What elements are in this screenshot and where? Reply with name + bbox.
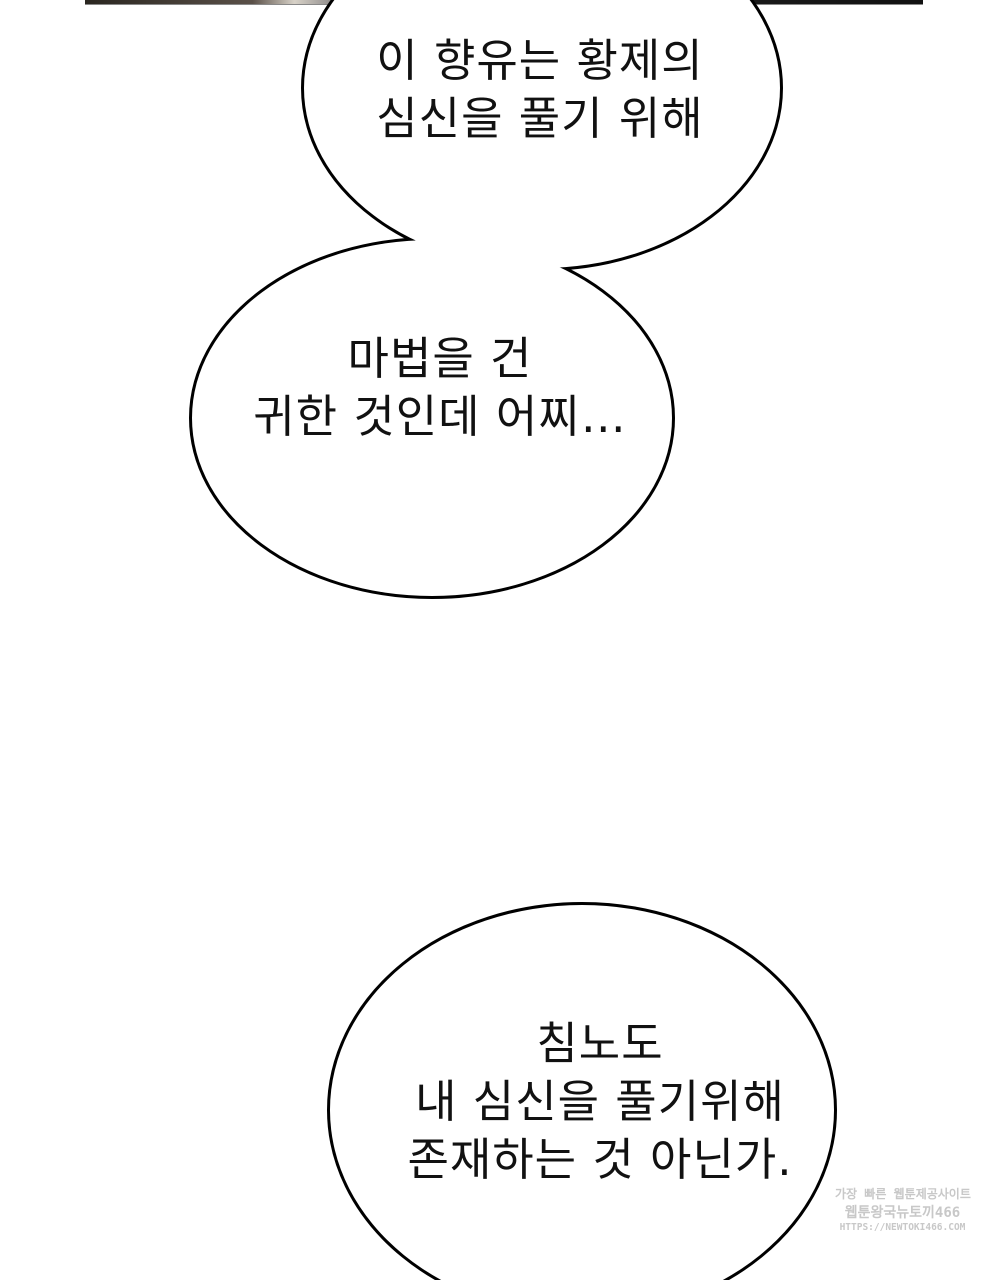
watermark-line: HTTPS://NEWTOKI466.COM (839, 1222, 966, 1233)
bubble-3-text: 침노도 내 심신을 풀기위해 존재하는 것 아닌가. (370, 1015, 830, 1189)
watermark: 가장 빠른 웹툰제공사이트 웹툰왕국뉴토끼466 HTTPS://NEWTOKI… (835, 1185, 971, 1233)
bubble-line: 침노도 (536, 1017, 664, 1070)
bubble-line: 이 향유는 황제의 (376, 34, 704, 87)
bubble-line: 귀한 것인데 어찌… (253, 390, 627, 443)
watermark-line: 웹툰왕국뉴토끼466 (844, 1205, 961, 1221)
bubble-line: 심신을 풀기 위해 (376, 92, 704, 145)
bubble-2-text: 마법을 건 귀한 것인데 어찌… (205, 330, 675, 446)
bubble-line: 내 심신을 풀기위해 (415, 1075, 785, 1128)
bubble-1-text: 이 향유는 황제의 심신을 풀기 위해 (330, 32, 750, 148)
bubble-line: 마법을 건 (347, 332, 533, 385)
bubble-line: 존재하는 것 아닌가. (407, 1133, 793, 1186)
watermark-line: 가장 빠른 웹툰제공사이트 (835, 1187, 971, 1201)
